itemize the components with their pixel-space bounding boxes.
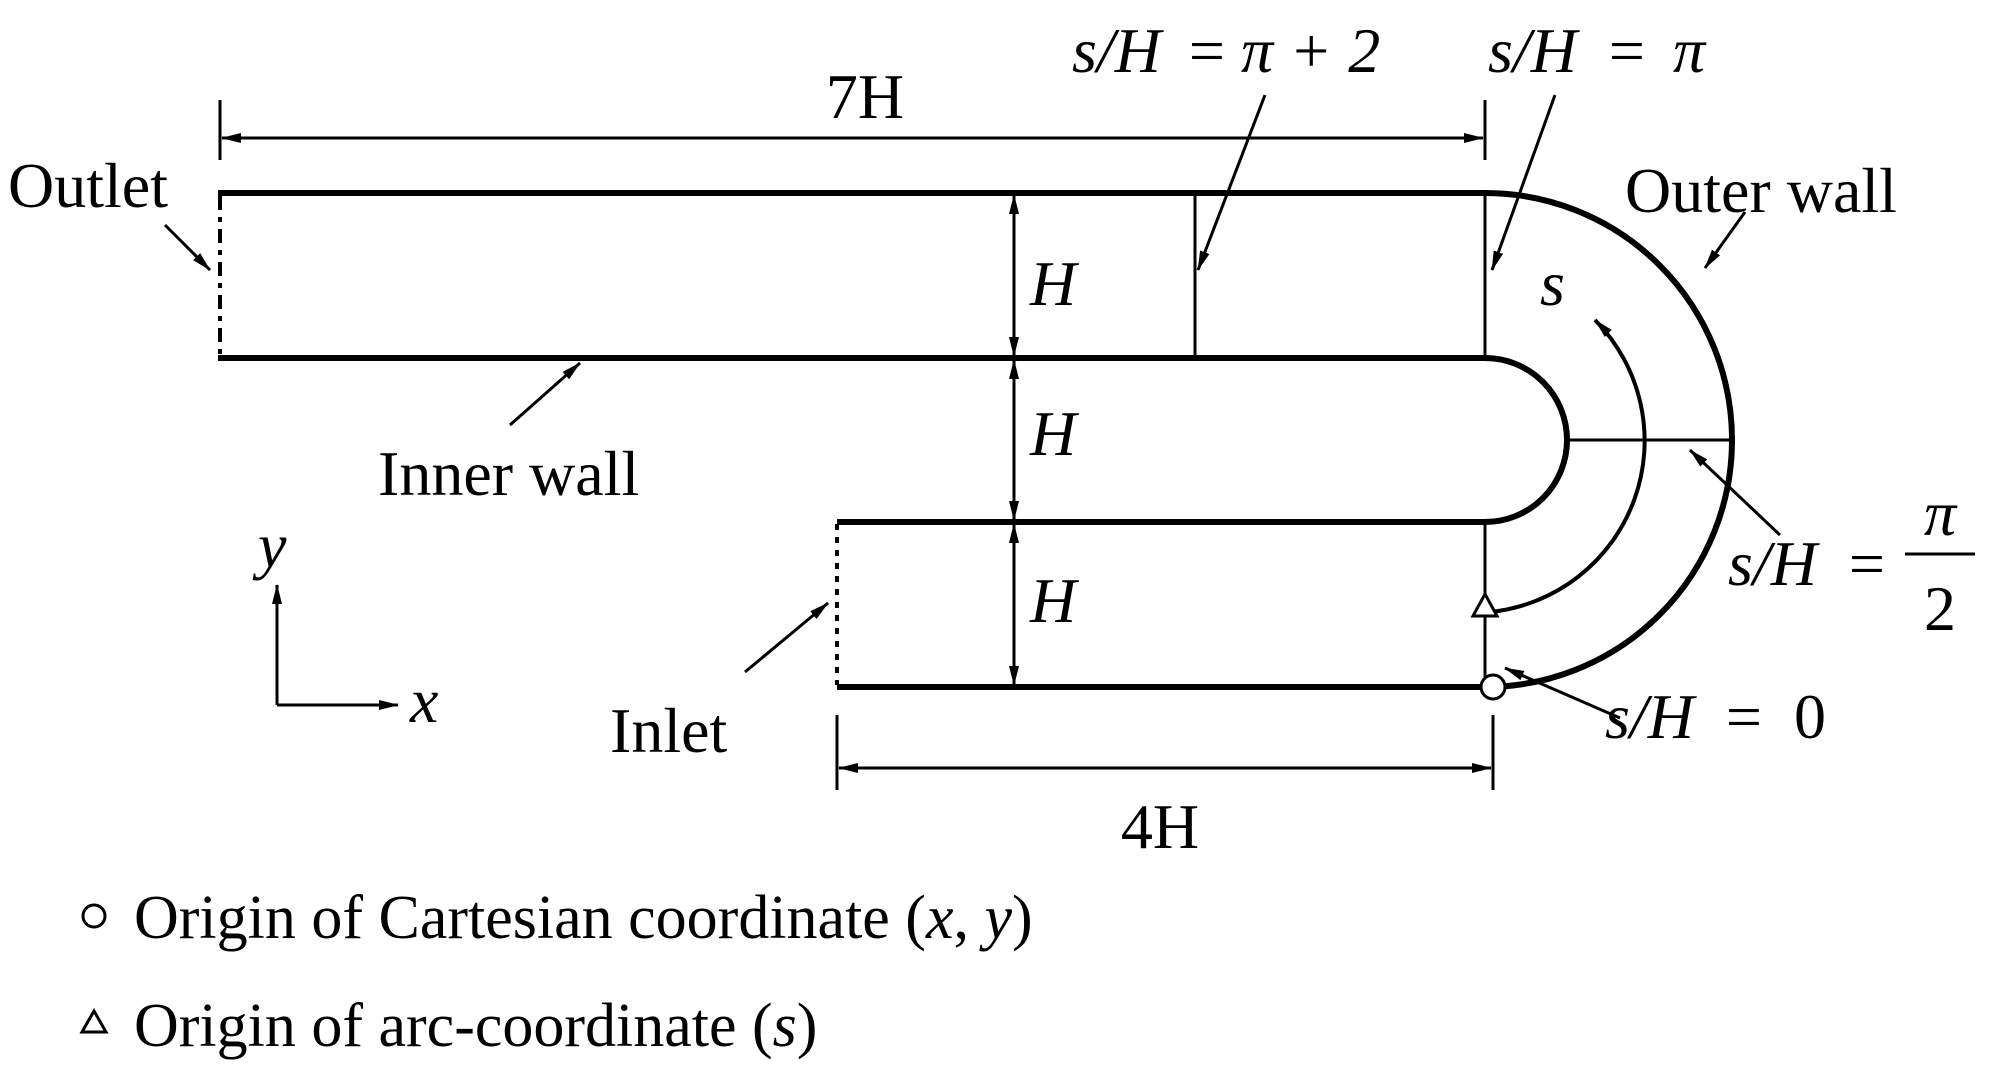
legend-triangle-entry: Origin of arc-coordinate (s) [134, 992, 817, 1060]
pi-half-lhs: s/H [1728, 528, 1821, 599]
pi-plus-2-lhs: s/H [1072, 15, 1165, 86]
outer-wall-leader [1703, 211, 1747, 269]
arc-coordinate-arrow [1489, 318, 1647, 614]
dim-h3-label: H [1029, 565, 1080, 636]
pi-half-eq: = [1849, 528, 1885, 599]
station-lines [1193, 193, 1732, 687]
pi-rhs: π [1673, 15, 1707, 86]
coordinate-axes: y x [252, 510, 438, 736]
outer-wall-label: Outer wall [1625, 155, 1897, 226]
outlet-label: Outlet [8, 150, 168, 221]
arc-s-label: s [1540, 248, 1565, 319]
legend: Origin of Cartesian coordinate (x, y) Or… [79, 884, 1033, 1060]
axis-y-label: y [252, 510, 287, 581]
legend-triangle-close: ) [797, 992, 818, 1060]
axis-x-label: x [409, 665, 438, 736]
pi-eq: = [1609, 15, 1645, 86]
pi-half-numerator: π [1924, 478, 1958, 549]
inlet-label: Inlet [610, 695, 728, 766]
zero-lhs: s/H [1605, 681, 1698, 752]
leader-arrows [163, 94, 1782, 720]
dim-h2-label: H [1029, 398, 1080, 469]
legend-circle-sep: , [953, 884, 984, 952]
arc-origin-marker [1470, 590, 1500, 618]
inlet-leader [744, 601, 829, 674]
legend-circle-y: y [978, 884, 1012, 952]
svg-text:s/H = 0: s/H = 0 [1605, 681, 1826, 752]
dimension-lines [218, 100, 1495, 790]
outlet-leader [163, 223, 212, 272]
legend-circle-close: ) [1012, 884, 1033, 952]
pi-half-leader [1688, 448, 1782, 537]
dim-4h-label: 4H [1121, 791, 1199, 862]
pi-half-denominator: 2 [1924, 573, 1956, 644]
pi-plus-2-leader [1196, 94, 1267, 271]
legend-circle-x: x [925, 884, 954, 952]
legend-circle-entry: Origin of Cartesian coordinate (x, y) [134, 884, 1033, 952]
inner-wall-bend [1484, 355, 1570, 525]
zero-rhs: 0 [1794, 681, 1826, 752]
dim-h1-label: H [1029, 248, 1080, 319]
legend-triangle-s: s [773, 992, 797, 1060]
legend-circle-icon [81, 903, 107, 929]
zero-eq: = [1726, 681, 1762, 752]
inner-wall-label: Inner wall [378, 438, 639, 509]
station-label-pi-half: s/H = π 2 [1728, 478, 1975, 644]
station-label-pi-plus-2: s/H = π + 2 [1072, 15, 1380, 86]
svg-text:s/H = π: s/H = π [1488, 15, 1707, 86]
station-label-zero: s/H = 0 [1605, 681, 1826, 752]
pi-leader [1490, 94, 1557, 271]
pi-plus-2-rhs: π + 2 [1241, 15, 1380, 86]
svg-text:s/H = π + 2: s/H = π + 2 [1072, 15, 1380, 86]
zero-leader [1504, 666, 1621, 720]
inner-wall-leader [509, 361, 581, 427]
station-label-pi: s/H = π [1488, 15, 1707, 86]
pi-lhs: s/H [1488, 15, 1581, 86]
legend-triangle-text: Origin of arc-coordinate ( [134, 992, 773, 1060]
legend-triangle-icon [79, 1007, 109, 1034]
cartesian-origin-marker [1479, 673, 1507, 701]
pi-plus-2-eq: = [1189, 15, 1225, 86]
svg-text:s/H =: s/H = [1728, 528, 1885, 599]
legend-circle-text: Origin of Cartesian coordinate ( [134, 884, 926, 952]
dim-7h-label: 7H [826, 61, 904, 132]
